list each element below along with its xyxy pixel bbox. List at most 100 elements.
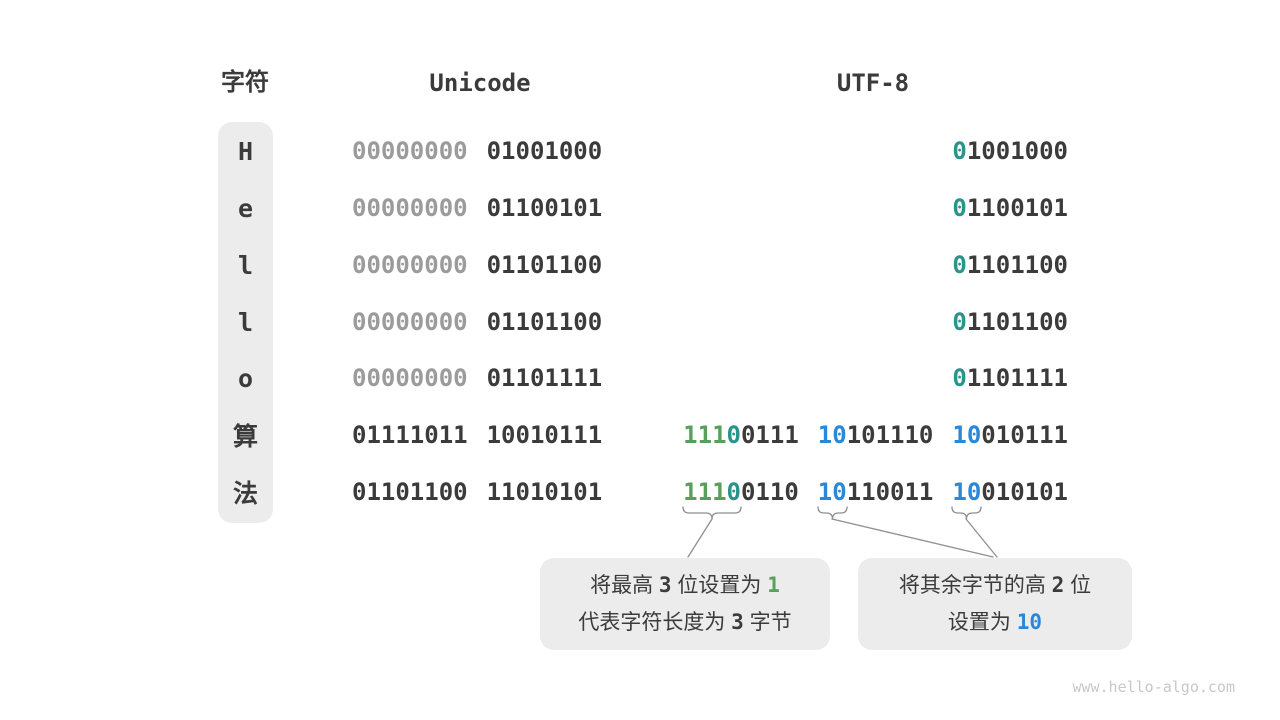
bit-segment: 01101100: [352, 478, 468, 506]
callout-text-line: 将其余字节的高 2 位: [899, 567, 1091, 604]
bit-segment: 01101100: [486, 308, 603, 336]
bit-segment: 10: [952, 478, 982, 506]
utf8-byte: 01101100: [952, 251, 1068, 279]
column-header-character: 字符: [221, 69, 269, 96]
bit-segment: 10010111: [486, 421, 603, 449]
callout-text-segment: 位设置为: [671, 574, 768, 597]
bit-segment: 0111: [740, 421, 799, 449]
bit-segment: 0: [952, 364, 967, 392]
unicode-byte: 01001000: [487, 137, 603, 165]
unicode-byte: 01101100: [487, 308, 603, 336]
character-cell: 法: [232, 479, 258, 508]
unicode-byte: 10010111: [487, 421, 603, 449]
bit-segment: 1101111: [966, 364, 1068, 392]
unicode-cell: 00000000 01101111: [352, 350, 602, 406]
utf8-byte: 01100101: [952, 194, 1068, 222]
unicode-byte: 00000000: [352, 251, 468, 279]
callout-text-segment: 代表字符长度为: [578, 611, 732, 634]
bit-segment: 01100101: [486, 194, 603, 222]
bit-segment: 0: [726, 478, 741, 506]
callout-text-segment: 3: [658, 573, 672, 597]
character-cell: o: [237, 363, 254, 393]
bit-segment: 01101100: [486, 251, 603, 279]
utf8-cell: 01001000: [952, 123, 1068, 179]
bit-segment: 00000000: [352, 137, 468, 165]
unicode-byte: 01100101: [487, 194, 603, 222]
table-row: 算 01111011 10010111 11100111 10101110 1001011…: [0, 407, 1280, 463]
unicode-byte: 01101100: [487, 251, 603, 279]
utf8-byte: 01101100: [952, 308, 1068, 336]
character-column-background: [218, 122, 273, 523]
callout-text-line: 代表字符长度为 3 字节: [578, 604, 791, 641]
utf8-byte: 10101110: [818, 421, 934, 449]
utf8-cell: 11100111 10101110 10010111: [683, 407, 1068, 463]
utf8-cell: 01101100: [952, 237, 1068, 293]
character-cell: l: [237, 250, 254, 280]
bit-segment: 0: [952, 194, 967, 222]
utf8-byte: 11100111: [683, 421, 799, 449]
bit-segment: 01111011: [352, 421, 468, 449]
character-cell: H: [237, 136, 254, 166]
utf8-byte: 10010101: [952, 478, 1068, 506]
callout-text-segment: 2: [1051, 573, 1065, 597]
column-header-unicode: Unicode: [429, 69, 531, 97]
character-cell: 算: [232, 422, 258, 451]
bit-segment: 010101: [981, 478, 1068, 506]
table-row: H 00000000 01001000 01001000: [0, 123, 1280, 179]
unicode-byte: 01111011: [352, 421, 468, 449]
bit-segment: 00000000: [352, 364, 468, 392]
column-header-utf8: UTF-8: [836, 69, 910, 97]
connector-line: [831, 518, 994, 558]
utf8-byte: 01001000: [952, 137, 1068, 165]
bit-segment: 0: [952, 308, 967, 336]
unicode-byte: 01101111: [487, 364, 603, 392]
bit-segment: 0110: [740, 478, 799, 506]
unicode-byte: 00000000: [352, 308, 468, 336]
bit-segment: 1100101: [966, 194, 1068, 222]
bit-segment: 111: [683, 478, 727, 506]
unicode-cell: 00000000 01001000: [352, 123, 602, 179]
bit-segment: 00000000: [352, 251, 468, 279]
callout-text-segment: 将最高: [590, 574, 659, 597]
unicode-byte: 00000000: [352, 364, 468, 392]
bit-segment: 0: [726, 421, 741, 449]
unicode-cell: 00000000 01100101: [352, 180, 602, 236]
unicode-cell: 00000000 01101100: [352, 294, 602, 350]
callout-text-segment: 位: [1064, 574, 1092, 597]
callout-text-segment: 设置为: [947, 611, 1017, 634]
unicode-cell: 00000000 01101100: [352, 237, 602, 293]
bit-segment: 10: [952, 421, 982, 449]
utf8-byte: 01101111: [952, 364, 1068, 392]
bit-segment: 0: [952, 251, 967, 279]
unicode-cell: 01111011 10010111: [352, 407, 602, 463]
callout-text-segment: 3: [731, 610, 744, 634]
callout-text-segment: 10: [1016, 610, 1043, 634]
unicode-byte: 01101100: [352, 478, 468, 506]
utf8-cell: 01101100: [952, 294, 1068, 350]
utf8-byte: 10110011: [818, 478, 934, 506]
connector-line: [687, 518, 713, 558]
bit-segment: 110011: [846, 478, 934, 506]
bit-segment: 10: [817, 478, 847, 506]
character-cell: e: [237, 193, 254, 223]
unicode-byte: 11010101: [487, 478, 603, 506]
watermark: www.hello-algo.com: [1072, 678, 1235, 696]
bit-segment: 1101100: [966, 308, 1068, 336]
unicode-cell: 01101100 11010101: [352, 464, 602, 520]
bit-segment: 1101100: [966, 251, 1068, 279]
utf8-byte: 10010111: [952, 421, 1068, 449]
bit-segment: 010111: [981, 421, 1068, 449]
callout-text-segment: 将其余字节的高: [898, 574, 1052, 597]
callout-box: 将其余字节的高 2 位设置为 10: [858, 558, 1132, 650]
bit-segment: 00000000: [352, 194, 468, 222]
utf8-byte: 11100110: [683, 478, 799, 506]
unicode-byte: 00000000: [352, 194, 468, 222]
callout-text-line: 设置为 10: [948, 604, 1042, 641]
